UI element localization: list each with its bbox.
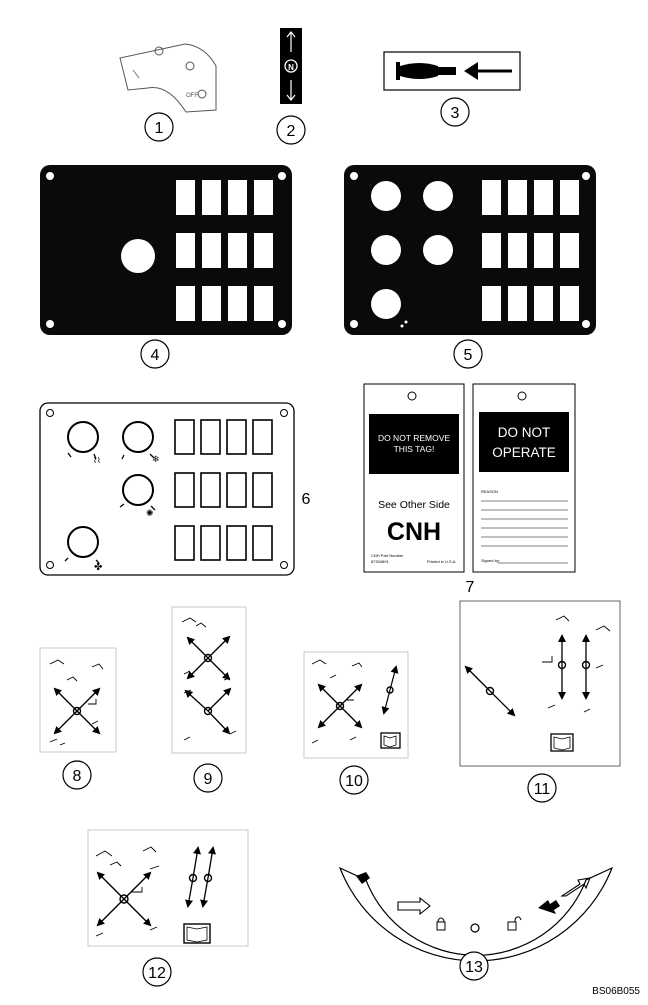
tag-front-banner-line1: DO NOT REMOVE [378,433,450,443]
callout-9-label: 9 [204,771,213,788]
tag-back-signed-label: Signed by: [481,558,500,563]
tag-back-reason-label: REASON [481,489,498,494]
decal-9-control-pattern [171,606,247,754]
decal-2-neutral-strip: N [280,28,302,104]
decal-13-lock-arc [338,866,614,962]
panel-4-switch-openings [176,180,273,321]
callout-1: 1 [144,112,174,142]
svg-text:❄: ❄ [152,454,160,464]
callout-4-label: 4 [151,347,160,364]
callout-11: 11 [527,773,557,803]
callout-4: 4 [140,339,170,369]
decal-1-off-label: OFF [186,93,198,99]
svg-text:✺: ✺ [146,508,154,518]
panel-6-switch-openings [174,419,273,561]
decal-2-symbol: N [288,63,294,72]
callout-13-label: 13 [465,959,483,976]
callout-8-label: 8 [73,768,82,785]
callout-2: 2 [276,115,306,145]
decal-3-horn [383,51,521,91]
reference-code: BS06B055 [592,986,640,997]
tag-front-do-not-remove: DO NOT REMOVE THIS TAG! See Other Side C… [363,383,465,573]
tag-front-see-other-side: See Other Side [378,499,450,511]
tag-front-banner-line2: THIS TAG! [394,444,435,454]
callout-12-label: 12 [148,965,166,982]
panel-4 [40,165,292,335]
tag-back-do-not-operate: DO NOT OPERATE REASON Signed by: [472,383,576,573]
decal-10-control-pattern [303,651,409,759]
callout-2-label: 2 [287,123,296,140]
callout-7-label: 7 [466,579,475,596]
callout-8: 8 [62,760,92,790]
svg-text:⌇⌇: ⌇⌇ [93,456,101,465]
panel-6-climate-decal: ⌇⌇ ❄ ✺ ✤ [39,402,295,576]
callout-9: 9 [193,763,223,793]
decal-11-control-pattern [459,600,621,767]
callout-6-label: 6 [302,491,311,508]
tag-back-banner-line1: DO NOT [498,425,551,440]
callout-10-label: 10 [345,773,363,790]
callout-5: 5 [453,339,483,369]
callout-5-label: 5 [464,347,473,364]
panel-5 [344,165,596,335]
callout-1-label: 1 [155,120,164,137]
callout-12: 12 [142,957,172,987]
callout-3: 3 [440,97,470,127]
tag-front-part-number: 87334891 [371,559,390,564]
decal-8-control-pattern [39,647,117,753]
tag-back-banner-line2: OPERATE [492,445,556,460]
callout-11-label: 11 [534,781,551,798]
tag-front-part-label: CNH Part Number [371,553,404,558]
tag-front-printed: Printed in U.S.A. [427,559,457,564]
callout-13: 13 [459,951,489,981]
callout-10: 10 [339,765,369,795]
panel-5-switch-openings [482,180,579,321]
decal-12-control-pattern [87,829,249,947]
tag-front-logo: CNH [387,518,441,546]
decal-1-key-switch: OFF [119,43,217,113]
svg-text:✤: ✤ [94,562,102,573]
callout-3-label: 3 [451,105,460,122]
